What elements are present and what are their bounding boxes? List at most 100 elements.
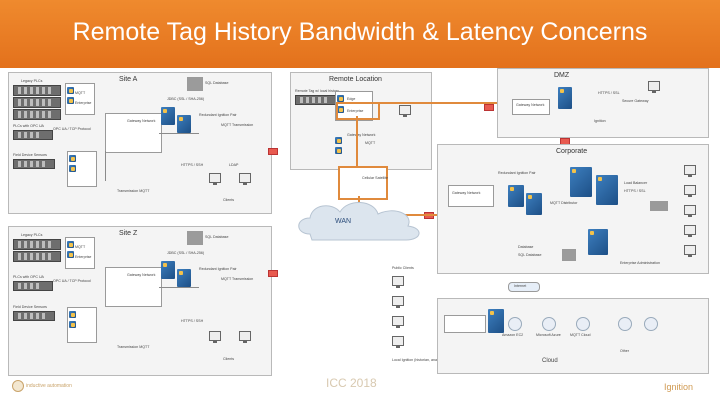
orange-path-wan-corp (358, 214, 478, 216)
site-a-ldap-label: LDAP (229, 163, 239, 167)
corporate-server-5 (588, 229, 608, 255)
site-z-server-2 (67, 251, 74, 258)
corporate-load-balancer-label: Load Balancer (624, 181, 648, 185)
microsoft-azure-icon (542, 317, 556, 331)
remote-client-monitor (399, 105, 411, 117)
cloud-server-1 (488, 309, 504, 333)
remote-plc-rack (295, 95, 337, 105)
site-z-enterprise-label: Enterprise (75, 255, 92, 259)
site-a-mqtt-label: MQTT (75, 91, 86, 95)
corporate-gateway-box (448, 185, 494, 207)
site-a-mqtt-transmission-label: MQTT Transmission (221, 123, 254, 127)
cellular-satellite-label: Cellular Satellite (362, 176, 388, 180)
corporate-server-2 (526, 193, 542, 215)
corporate-monitor-5 (684, 245, 696, 257)
internet-node (508, 282, 540, 292)
site-z-db-box (187, 231, 203, 245)
cloud-service-icon (644, 317, 658, 331)
site-a-field-sensors-label: Field Device Sensors (13, 153, 47, 157)
site-a-server-2 (67, 97, 74, 104)
site-a-redundant-label: Redundant Ignition Pair (199, 113, 237, 117)
site-z-opcua-tcp-label: OPC UA / TCP Protocol (53, 279, 91, 283)
dmz-server (558, 87, 572, 109)
site-z-panel: Site Z Legacy PLCs PLCs with OPC UA Fiel… (8, 226, 272, 376)
footer-center-event: ICC 2018 (326, 376, 377, 390)
corporate-redundant-label: Redundant Ignition Pair (498, 171, 536, 175)
site-z-redundant-label: Redundant Ignition Pair (199, 267, 237, 271)
corporate-database-label: Database (518, 245, 534, 249)
site-a-legacy-plc-rack-3 (13, 109, 61, 120)
site-a-opcua-plc-rack (13, 130, 53, 140)
corporate-sql-label: SQL Database (518, 253, 542, 257)
remote-edge-label: Edge (347, 97, 356, 101)
site-a-legacy-plc-rack-2 (13, 97, 61, 108)
corporate-gateway-label: Gateway Network (452, 191, 481, 195)
site-a-opcua-tcp-label: OPC UA / TCP Protocol (53, 127, 91, 131)
site-a-link-line (105, 151, 106, 181)
site-z-link-line (159, 287, 199, 288)
other-cloud-label: Other (620, 349, 629, 353)
wan-cloud (298, 202, 420, 241)
remote-enterprise-label: Enterprise (347, 109, 364, 113)
site-z-jdbc-label: JDBC (SSL / SHA-256) (167, 251, 205, 255)
site-z-wan-connector (268, 270, 278, 277)
dmz-label: DMZ (554, 72, 570, 79)
title-bar: Remote Tag History Bandwidth & Latency C… (0, 0, 720, 68)
site-z-server-3 (69, 311, 76, 318)
remote-gateway-label: Gateway Network (347, 133, 376, 137)
site-z-legacy-plc-rack-2 (13, 251, 61, 262)
public-clients-label: Public Clients (392, 266, 414, 270)
orange-path-vertical-1 (356, 116, 358, 166)
site-z-field-rack (13, 311, 55, 321)
dmz-panel: DMZ Gateway Network Ignition HTTPS / SSL… (497, 68, 709, 138)
dmz-https-label: HTTPS / SSL (598, 91, 620, 95)
orange-path-edge-highlight (336, 102, 380, 120)
site-a-legacy-plc-label: Legacy PLCs (21, 79, 43, 83)
site-z-server-4 (69, 321, 76, 328)
site-z-client-monitor-2 (239, 331, 251, 343)
internet-label: Internet (514, 284, 527, 288)
site-z-opcua-plc-label: PLCs with OPC UA (13, 275, 44, 279)
site-z-mqtt-transmission-label: MQTT Transmission (221, 277, 254, 281)
public-monitor-2 (392, 296, 404, 308)
corporate-monitor-2 (684, 185, 696, 197)
site-a-server-4 (69, 165, 76, 172)
site-z-field-sensors-label: Field Device Sensors (13, 305, 47, 309)
site-a-client-monitor-2 (239, 173, 251, 185)
remote-dmz-connector (484, 104, 494, 111)
mqtt-cloud-label: MQTT Cloud (570, 333, 591, 337)
site-a-legacy-plc-rack (13, 85, 61, 96)
dmz-client-monitor (648, 81, 660, 93)
corporate-panel: Corporate Redundant Ignition Pair Gatewa… (437, 144, 709, 274)
site-z-server-1 (67, 241, 74, 248)
site-z-transmission-label: Transmission MQTT (117, 345, 150, 349)
public-monitor-1 (392, 276, 404, 288)
site-z-legacy-plc-label: Legacy PLCs (21, 233, 43, 237)
site-a-redundant-server-2 (177, 115, 191, 133)
site-z-legacy-plc-rack (13, 239, 61, 250)
site-a-jdbc-label: JDBC (SSL / SHA-256) (167, 97, 205, 101)
remote-location-panel: Remote Location Remote Tag w/ local hist… (290, 72, 432, 170)
site-a-gateway-box (105, 113, 162, 153)
cellular-satellite-box (338, 166, 388, 200)
site-z-gateway-box (105, 267, 162, 307)
site-a-wan-connector (268, 148, 278, 155)
remote-location-label: Remote Location (329, 76, 382, 83)
dmz-gateway-box (512, 99, 550, 115)
corporate-server-3 (570, 167, 592, 197)
corporate-db-box (562, 249, 576, 261)
dmz-gateway-label: Gateway Network (516, 103, 545, 107)
site-a-enterprise-label: Enterprise (75, 101, 92, 105)
footer-left-brand: inductive automation (26, 383, 72, 389)
corporate-load-balancer (650, 201, 668, 211)
site-a-client-monitor-1 (209, 173, 221, 185)
corporate-server-1 (508, 185, 524, 207)
site-z-clients-label: Clients (223, 357, 234, 361)
inductive-automation-logo-icon (12, 380, 24, 392)
amazon-ec2-icon (508, 317, 522, 331)
site-a-field-rack (13, 159, 55, 169)
site-z-opcua-plc-rack (13, 281, 53, 291)
microsoft-azure-label: Microsoft Azure (536, 333, 561, 337)
site-a-db-box (187, 77, 203, 91)
site-a-redundant-server-1 (161, 107, 175, 125)
